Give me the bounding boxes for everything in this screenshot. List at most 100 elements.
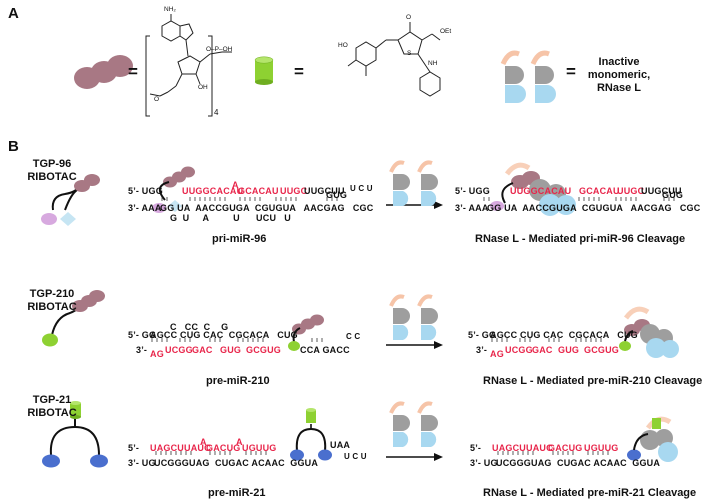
row1-top-red-bulge: A bbox=[232, 180, 239, 190]
reaction-arrow-210 bbox=[386, 341, 443, 349]
oligoadenylate-structure bbox=[145, 14, 232, 117]
struct2-o: O bbox=[406, 14, 412, 21]
row2r-top-prefix: 5’- GG bbox=[468, 330, 497, 340]
row1r-top-tail: UUGCUU bbox=[641, 186, 682, 196]
row3r-top-red3: UGUUG bbox=[584, 443, 619, 453]
equals-sign-1: = bbox=[128, 62, 138, 81]
base-pairs-96-left bbox=[161, 197, 338, 201]
row2-bottom-red1: AG bbox=[150, 349, 164, 359]
struct1-o: O bbox=[154, 96, 160, 103]
row2r-bottom-red3: GAC bbox=[532, 345, 553, 355]
struct1-nh2: NH₂ bbox=[164, 6, 176, 13]
struct2-nh: NH bbox=[428, 60, 438, 67]
row2r-bottom-red4: GUG bbox=[558, 345, 580, 355]
cylinder-legend-icon bbox=[254, 56, 274, 85]
row3-top-red3: UGUUG bbox=[242, 443, 277, 453]
row3r-top-prefix: 5’- bbox=[470, 443, 482, 453]
ligand-legend-icon bbox=[74, 55, 133, 89]
cleavage-complex-96 bbox=[490, 162, 576, 216]
cleavage-complex-21 bbox=[627, 416, 678, 462]
row2-bottom-red4: GUG bbox=[220, 345, 242, 355]
row2r-bottom-red5: GCGUG bbox=[584, 345, 620, 355]
row2r-bottom-red1: AG bbox=[490, 349, 504, 359]
row1-top-strand: 5’- UGG bbox=[128, 186, 163, 196]
row2-top-prefix: 5’- GG bbox=[128, 330, 157, 340]
row1r-top-red3: UUGC bbox=[617, 186, 645, 196]
row1-left-caption: pri-miR-96 bbox=[212, 233, 267, 245]
row2-name: TGP-210 RIBOTAC bbox=[27, 288, 77, 313]
row1-top-end: GUG bbox=[326, 190, 348, 200]
row2-bottom-red2: UCGG bbox=[165, 345, 193, 355]
row3-top-red1: UAGCUUAUC bbox=[150, 443, 211, 453]
rnase-l-monomers-96 bbox=[389, 160, 438, 206]
row2-bottom-black: CCA GACC bbox=[300, 345, 350, 355]
row1-top-red-seq2: GCACAU bbox=[238, 186, 279, 196]
row1-top-red-seq3: UUGC bbox=[280, 186, 308, 196]
struct1-oh: OH bbox=[198, 84, 208, 91]
bound-ligand-96 bbox=[152, 166, 195, 213]
row3-top-red-bulge2: A bbox=[236, 437, 243, 447]
cleavage-complex-210 bbox=[619, 306, 679, 358]
base-pairs-210-right bbox=[491, 338, 602, 342]
row1-loop: U C U bbox=[350, 184, 373, 193]
bound-ligand-210 bbox=[288, 314, 324, 351]
row1-bottom-bulges: G U A U UCU U bbox=[170, 213, 291, 223]
rnase-l-monomers-21 bbox=[389, 401, 438, 447]
row3-name: TGP-21 RIBOTAC bbox=[27, 394, 77, 419]
row1-right-caption: RNase L - Mediated pri-miR-96 Cleavage bbox=[475, 233, 686, 245]
ribotac-icon-210 bbox=[42, 290, 105, 347]
rnase-l-legend-icon bbox=[500, 50, 556, 103]
row2-top-bulges: C CC C G bbox=[170, 322, 229, 332]
bound-ligand-21 bbox=[290, 408, 332, 461]
struct1-opo: O–P–OH bbox=[206, 46, 233, 53]
row3-bottom-seq: UCGGGUAG CUGAC ACAAC GGUA bbox=[154, 458, 319, 468]
row3-top-red-bulge1: A bbox=[200, 437, 207, 447]
row3-bottom-prefix: 3’- UG bbox=[128, 458, 156, 468]
row2-loop: C C bbox=[346, 332, 361, 341]
base-pairs-96-right bbox=[483, 197, 675, 201]
row1r-top-prefix: 5’- UGG bbox=[455, 186, 490, 196]
row3r-bottom-prefix: 3’- UG bbox=[470, 458, 498, 468]
row3r-top-red2: GACUG bbox=[548, 443, 583, 453]
row2r-bottom-red2: UCGG bbox=[505, 345, 533, 355]
struct2-s: S bbox=[407, 50, 412, 57]
ribotac-icon-21 bbox=[42, 401, 108, 468]
row1r-top-end: GUG bbox=[662, 190, 684, 200]
row3-top-prefix: 5’- bbox=[128, 443, 140, 453]
row3-left-caption: pre-miR-21 bbox=[208, 487, 266, 499]
base-pairs-21-right bbox=[497, 451, 609, 455]
row1-bottom-prefix: 3’- AAA bbox=[128, 203, 162, 213]
row1-name: TGP-96 RIBOTAC bbox=[27, 158, 77, 183]
row3-loop: U C U bbox=[344, 452, 367, 461]
base-pairs-21-left bbox=[155, 451, 267, 455]
row2-bottom-red3: GAC bbox=[192, 345, 213, 355]
row1r-bottom-prefix: 3’- AAA bbox=[455, 203, 489, 213]
ribotac-icon-96 bbox=[41, 174, 100, 226]
row3-right-caption: RNase L - Mediated pre-miR-21 Cleavage bbox=[483, 487, 697, 499]
row2-right-caption: RNase L - Mediated pre-miR-210 Cleavage bbox=[483, 375, 702, 387]
row2r-top-seq: AGCC CUG CAC CGCACA CUG bbox=[490, 330, 638, 340]
row3r-bottom-seq: UCGGGUAG CUGAC ACAAC GGUA bbox=[496, 458, 661, 468]
equals-sign-3: = bbox=[566, 62, 576, 81]
row1-top-tail: UUGCUU bbox=[304, 186, 345, 196]
rnase-l-monomers-210 bbox=[389, 294, 438, 340]
row1-top-red-seq: UUGGCACAU bbox=[182, 186, 244, 196]
base-pairs-210-left bbox=[151, 338, 323, 342]
row1r-top-red2: GCACAU bbox=[579, 186, 620, 196]
row1r-bottom-seq: GG UA AACCGUGA CGUGUA AACGAG CGC bbox=[487, 203, 701, 213]
panel-label-b: B bbox=[8, 138, 19, 155]
row1r-top-red: UUGGCACAU bbox=[510, 186, 572, 196]
row1-bottom-seq: GG UA AACCGUGA CGUGUA AACGAG CGC bbox=[160, 203, 374, 213]
row3-top-black: UAA bbox=[330, 440, 351, 450]
reaction-arrow-21 bbox=[386, 453, 443, 461]
row2-left-caption: pre-miR-210 bbox=[206, 375, 270, 387]
struct2-ho: HO bbox=[338, 42, 348, 49]
panel-label-a: A bbox=[8, 5, 19, 22]
row2r-bottom-prefix: 3’- bbox=[476, 345, 488, 355]
row3-top-red2: GACUG bbox=[206, 443, 241, 453]
struct2-oet: OEt bbox=[440, 28, 452, 35]
small-molecule-structure bbox=[347, 22, 441, 97]
row2-bottom-red5: GCGUG bbox=[246, 345, 282, 355]
row3r-top-red1: UAGCUUAUC bbox=[492, 443, 553, 453]
